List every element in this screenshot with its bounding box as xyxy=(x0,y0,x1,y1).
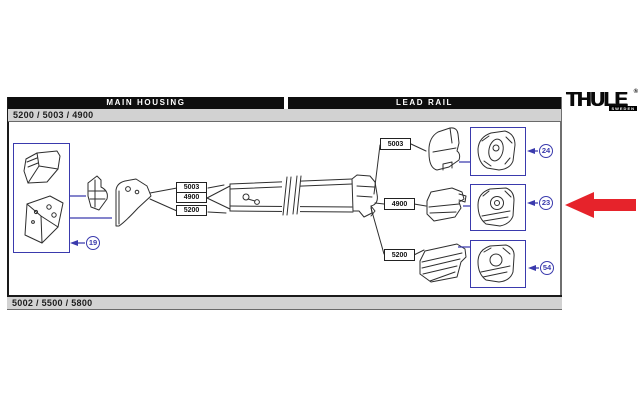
frame-left-border xyxy=(7,97,9,310)
load-bar-rail-drawing xyxy=(206,175,354,216)
mid-label-5200: 5200 xyxy=(176,205,207,216)
item-callout-23: 23 xyxy=(539,196,553,210)
detail-box-item-23 xyxy=(470,184,526,231)
highlight-arrow-icon xyxy=(565,192,636,218)
frame-bottom-line xyxy=(7,295,562,297)
top-models-strip: 5200 / 5003 / 4900 xyxy=(8,109,561,122)
brand-logo-text: THULE xyxy=(566,89,628,111)
rail-label-5003: 5003 xyxy=(380,138,411,150)
cover-5003-drawing xyxy=(428,127,461,171)
section-header-lead-rail: LEAD RAIL xyxy=(288,97,561,109)
rail-foot-drawing xyxy=(351,174,378,218)
detail-box-item-24 xyxy=(470,127,526,176)
blue-leader-lines xyxy=(70,150,539,269)
bottom-models-strip: 5002 / 5500 / 5800 xyxy=(7,297,562,310)
section-header-main-housing: MAIN HOUSING xyxy=(8,97,284,109)
cover-5200-drawing xyxy=(419,243,467,283)
mid-label-4900: 4900 xyxy=(176,192,207,203)
registered-trademark-icon: ® xyxy=(633,89,638,95)
item-callout-24: 24 xyxy=(539,144,553,158)
blue-arrowhead-icons xyxy=(70,148,536,271)
cover-4900-drawing xyxy=(426,187,467,222)
brand-logo: THULE ® SWEDEN xyxy=(566,89,640,114)
frame-right-border xyxy=(560,97,562,310)
item-callout-19: 19 xyxy=(86,236,100,250)
left-parts-group-box xyxy=(13,143,70,253)
detail-box-item-54 xyxy=(470,240,526,288)
brand-logo-subtext: SWEDEN xyxy=(609,106,637,111)
item-callout-54: 54 xyxy=(540,261,554,275)
end-cap-drawing xyxy=(87,175,108,211)
rail-label-5200: 5200 xyxy=(384,249,415,261)
rail-label-4900: 4900 xyxy=(384,198,415,210)
main-housing-bracket-drawing xyxy=(115,178,152,227)
